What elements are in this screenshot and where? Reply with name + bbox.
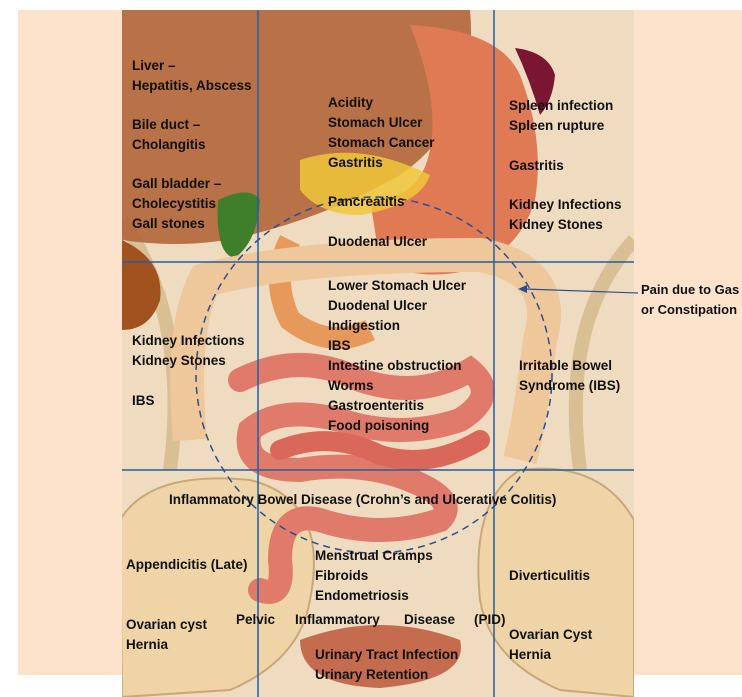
- pid-word-disease: Disease: [404, 610, 455, 630]
- region-epigastric: Acidity Stomach Ulcer Stomach Cancer Gas…: [328, 93, 435, 173]
- label-line: Liver –: [132, 56, 252, 76]
- pid-word-pelvic: Pelvic: [236, 610, 275, 630]
- region-ibs-right: IBS: [132, 391, 155, 411]
- label-line: Endometriosis: [315, 586, 433, 606]
- label-line: Cholecystitis: [132, 194, 221, 214]
- label-line: Spleen infection: [509, 96, 613, 116]
- label-line: Ovarian Cyst: [509, 625, 592, 645]
- label-line: Bile duct –: [132, 115, 206, 135]
- label-line: Urinary Tract Infection: [315, 645, 458, 665]
- callout-gas-constipation: Pain due to Gas or Constipation: [641, 280, 739, 320]
- label-line: Duodenal Ulcer: [328, 232, 427, 252]
- region-ovarian-cyst-left: Ovarian Cyst Hernia: [509, 625, 592, 665]
- label-line: Pelvic: [236, 610, 275, 630]
- region-diverticulitis: Diverticulitis: [509, 566, 590, 586]
- label-line: Cholangitis: [132, 135, 206, 155]
- label-line: Gall stones: [132, 214, 221, 234]
- label-line: Hernia: [509, 645, 592, 665]
- region-gastritis-left: Gastritis: [509, 156, 564, 176]
- label-line: Pancreatitis: [328, 192, 405, 212]
- label-line: Gall bladder –: [132, 174, 221, 194]
- label-line: Irritable Bowel: [519, 356, 620, 376]
- label-line: Urinary Retention: [315, 665, 458, 685]
- label-line: Syndrome (IBS): [519, 376, 620, 396]
- label-line: Ovarian cyst: [126, 615, 207, 635]
- region-pancreatitis: Pancreatitis: [328, 192, 405, 212]
- label-line: Spleen rupture: [509, 116, 613, 136]
- label-line: Stomach Cancer: [328, 133, 435, 153]
- label-line: Diverticulitis: [509, 566, 590, 586]
- label-line: Menstrual Cramps: [315, 546, 433, 566]
- pid-word-abbreviation: (PID): [474, 610, 506, 630]
- label-line: Lower Stomach Ulcer: [328, 276, 466, 296]
- label-line: Inflammatory: [295, 610, 380, 630]
- label-line: Indigestion: [328, 316, 466, 336]
- label-line: Gastritis: [509, 156, 564, 176]
- label-line: Duodenal Ulcer: [328, 296, 466, 316]
- label-line: (PID): [474, 610, 506, 630]
- region-appendicitis: Appendicitis (Late): [126, 555, 248, 575]
- region-urinary: Urinary Tract Infection Urinary Retentio…: [315, 645, 458, 685]
- label-line: IBS: [328, 336, 466, 356]
- label-line: Inflammatory Bowel Disease (Crohn’s and …: [169, 490, 556, 510]
- label-line: Food poisoning: [328, 416, 466, 436]
- label-line: Kidney Stones: [509, 215, 622, 235]
- region-left-hypochondrium: Spleen infection Spleen rupture: [509, 96, 613, 136]
- label-line: Kidney Stones: [132, 351, 245, 371]
- label-line: Fibroids: [315, 566, 433, 586]
- label-line: Gastroenteritis: [328, 396, 466, 416]
- pid-word-inflammatory: Inflammatory: [295, 610, 380, 630]
- region-right-hypochondrium: Liver – Hepatitis, Abscess: [132, 56, 252, 96]
- region-hypogastric: Menstrual Cramps Fibroids Endometriosis: [315, 546, 433, 606]
- label-line: Disease: [404, 610, 455, 630]
- label-line: Stomach Ulcer: [328, 113, 435, 133]
- region-bile-duct: Bile duct – Cholangitis: [132, 115, 206, 155]
- label-line: Hepatitis, Abscess: [132, 76, 252, 96]
- region-kidney-left-upper: Kidney Infections Kidney Stones: [509, 195, 622, 235]
- label-line: Intestine obstruction: [328, 356, 466, 376]
- label-line: IBS: [132, 391, 155, 411]
- region-duodenal-ulcer-upper: Duodenal Ulcer: [328, 232, 427, 252]
- region-right-lumbar: Kidney Infections Kidney Stones: [132, 331, 245, 371]
- label-line: Pain due to Gas: [641, 280, 739, 300]
- banner-inflammatory-bowel-disease: Inflammatory Bowel Disease (Crohn’s and …: [169, 490, 556, 510]
- region-left-lumbar: Irritable Bowel Syndrome (IBS): [519, 356, 620, 396]
- label-line: Gastritis: [328, 153, 435, 173]
- region-umbilical: Lower Stomach Ulcer Duodenal Ulcer Indig…: [328, 276, 466, 436]
- region-ovarian-cyst-right: Ovarian cyst Hernia: [126, 615, 207, 655]
- label-line: Kidney Infections: [509, 195, 622, 215]
- label-line: Worms: [328, 376, 466, 396]
- region-gall-bladder: Gall bladder – Cholecystitis Gall stones: [132, 174, 221, 234]
- label-line: Hernia: [126, 635, 207, 655]
- label-line: Kidney Infections: [132, 331, 245, 351]
- label-line: Acidity: [328, 93, 435, 113]
- label-line: or Constipation: [641, 300, 739, 320]
- label-line: Appendicitis (Late): [126, 555, 248, 575]
